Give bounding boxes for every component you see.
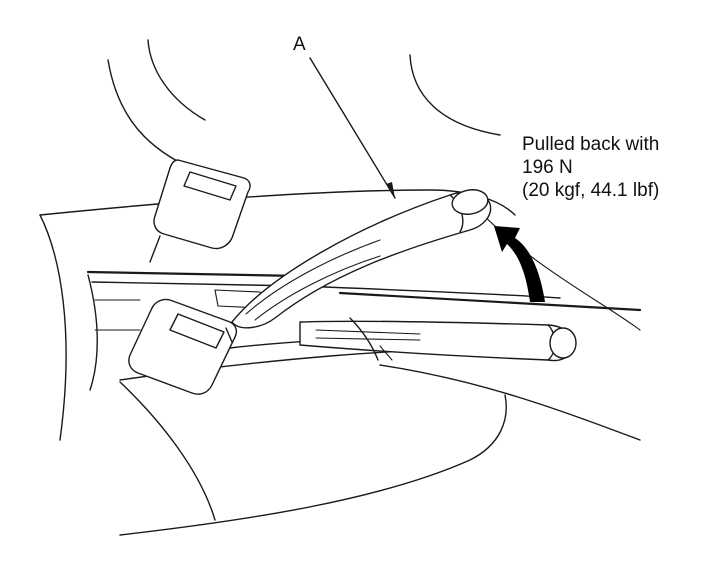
note-line-2: 196 N [522,157,573,178]
leader-arrowhead [386,182,395,198]
lever-raised-line1 [245,239,381,315]
leader-line [309,57,396,199]
lever-lowered-pivot-2 [379,345,393,361]
lever-raised [225,189,492,343]
console-front-left [119,381,216,521]
note-line-3: (20 kgf, 44.1 lbf) [522,180,660,201]
pull-force-note: Pulled back with 196 N (20 kgf, 44.1 lbf… [522,133,659,202]
lever-raised-button [451,189,489,215]
seat-belt-buckle-upper [149,159,251,263]
lever-raised-line2 [254,255,381,321]
lever-raised-base [225,327,233,343]
console-band-upper-2 [91,281,301,287]
seat-right-top [409,54,501,136]
curved-arrow-up-icon [494,226,545,302]
lever-lowered-line1 [315,329,421,335]
seat-left-outline [39,214,67,441]
console-rail-right-2 [299,285,561,299]
console-wall-left [87,274,98,391]
dash-curve-top [147,39,206,121]
lever-lowered [299,317,577,362]
buckle-lower-slot [169,313,225,349]
dash-curve-left [107,59,196,171]
lever-lowered-line2 [315,337,421,341]
lever-raised-handle [231,190,492,329]
lever-lowered-button [549,327,577,359]
lever-lowered-pivot [349,317,379,361]
seat-right-edge [469,199,641,331]
buckle-upper-strap [149,235,161,263]
floor-sweep [119,394,507,536]
buckle-upper-slot [183,171,237,201]
console-rail-right [338,291,642,312]
buckle-lower-body [128,298,238,395]
console-front-right [379,364,641,441]
pull-arrow-shape [494,226,545,302]
note-line-1: Pulled back with [522,134,660,155]
callout-label-a: A [293,34,306,55]
seat-belt-buckle-lower [128,298,238,395]
buckle-upper-body [153,159,251,250]
console-body [39,39,642,536]
console-band-upper [86,270,302,278]
callout-a-leader [309,57,396,199]
